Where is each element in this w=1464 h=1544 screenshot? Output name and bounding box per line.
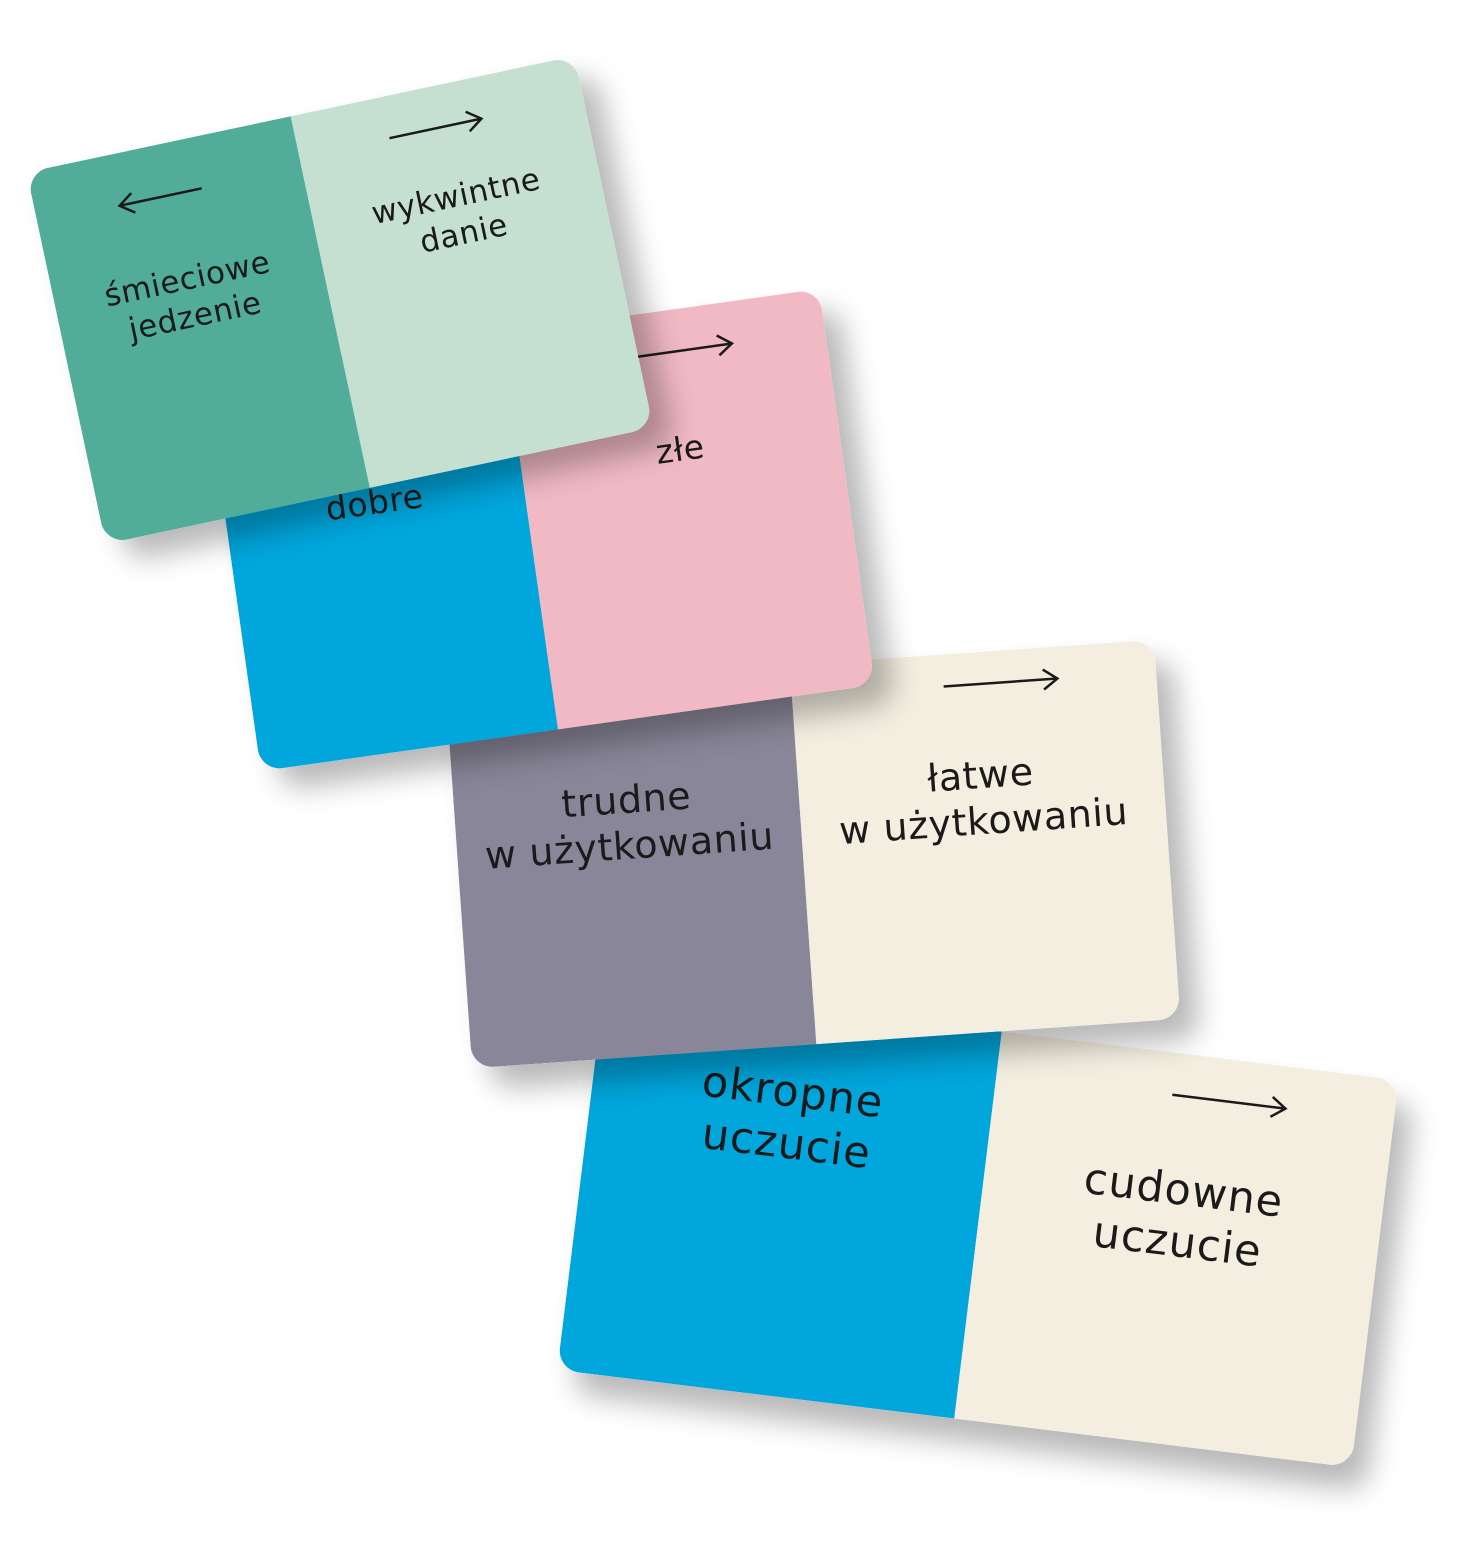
card-left-label: okropne uczucie (699, 1056, 887, 1180)
arrow-right-icon (628, 334, 735, 360)
card-right-half: złe (502, 288, 875, 730)
arrow-right-icon (943, 668, 1060, 691)
card-okropne-cudowne: okropne uczucie cudowne uczucie (557, 982, 1399, 1468)
card-right-half: łatwe w użytkowaniu (789, 639, 1181, 1045)
card-right-label: cudowne uczucie (1081, 1153, 1287, 1279)
card-right-half: wykwintne danie (290, 55, 654, 488)
arrow-right-icon (1172, 1093, 1288, 1118)
card-smieciowe-wykwintne: śmieciowe jedzenie wykwintne danie (26, 55, 654, 545)
card-left-label: śmieciowe jedzenie (101, 244, 274, 348)
arrow-right-icon (389, 110, 484, 140)
card-right-label: wykwintne danie (368, 161, 544, 261)
card-left-label: trudne w użytkowaniu (483, 773, 776, 879)
card-dobre-zle: dobre złe (205, 288, 875, 772)
card-left-half: śmieciowe jedzenie (26, 116, 370, 545)
card-right-label: łatwe w użytkowaniu (837, 749, 1130, 854)
arrow-left-icon (117, 187, 203, 214)
card-right-half: cudowne uczucie (954, 1031, 1399, 1468)
card-trudne-latwe: trudne w użytkowaniu łatwe w użytkowaniu (445, 639, 1181, 1069)
